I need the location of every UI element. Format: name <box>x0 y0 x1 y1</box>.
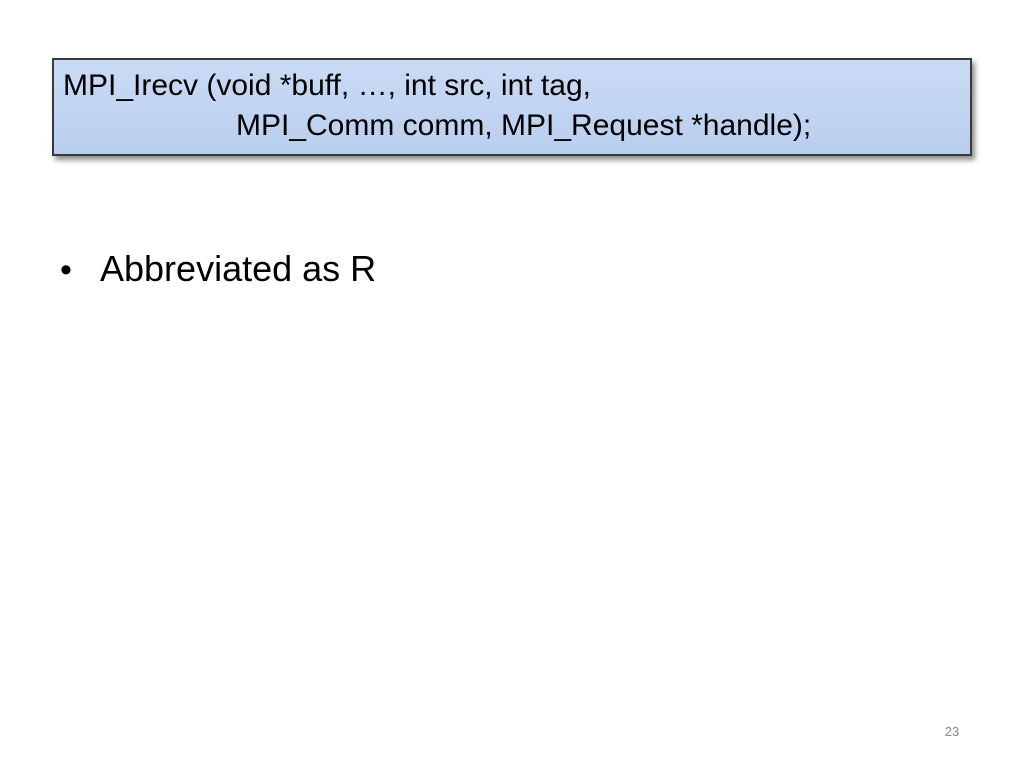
signature-line-1: MPI_Irecv (void *buff, …, int src, int t… <box>63 69 591 102</box>
slide-number: 23 <box>944 724 960 739</box>
signature-line-2: MPI_Comm comm, MPI_Request *handle); <box>236 109 812 142</box>
bullet-icon: • <box>60 251 72 289</box>
bullet-list: • Abbreviated as R <box>60 246 376 293</box>
bullet-item: • Abbreviated as R <box>60 246 376 293</box>
bullet-text: Abbreviated as R <box>100 248 377 289</box>
function-signature-box: MPI_Irecv (void *buff, …, int src, int t… <box>52 58 972 156</box>
